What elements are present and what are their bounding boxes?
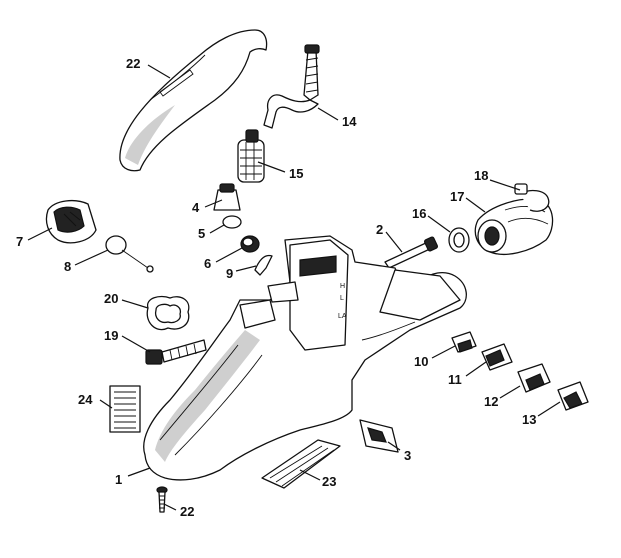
- part-11-cap: [481, 343, 513, 371]
- part-8-ring-wire: [105, 235, 154, 273]
- callout-20: 20: [104, 291, 118, 306]
- callout-10: 10: [414, 354, 428, 369]
- callout-11: 11: [448, 372, 462, 387]
- part-18-hose-clamp: [514, 183, 550, 212]
- callout-4: 4: [192, 200, 200, 215]
- callout-5: 5: [198, 226, 205, 241]
- callout-14: 14: [342, 114, 357, 129]
- callout-15: 15: [289, 166, 303, 181]
- part-24-warning-label: [109, 385, 141, 433]
- part-9-lever: [254, 254, 273, 276]
- callout-8: 8: [64, 259, 71, 274]
- part-23-label-strip: [261, 439, 341, 489]
- housing-marking-h: H: [340, 283, 345, 290]
- housing-marking-la: LA: [338, 313, 347, 320]
- callout-6: 6: [204, 256, 211, 271]
- part-12-cap: [517, 363, 551, 393]
- callout-22: 22: [180, 504, 194, 519]
- callout-13: 13: [522, 412, 536, 427]
- part-13-cap: [557, 381, 589, 411]
- part-10-cap: [451, 331, 477, 353]
- part-1-main-housing: H L LA: [143, 235, 467, 481]
- part-19-spring-bolt: [145, 339, 207, 365]
- leader-lines: [27, 64, 561, 511]
- part-14-fuel-hose: [263, 44, 320, 129]
- callout-9: 9: [226, 266, 233, 281]
- callout-17: 17: [450, 189, 464, 204]
- callout-12: 12: [484, 394, 498, 409]
- part-22-screw: [156, 486, 168, 513]
- callout-7: 7: [16, 234, 23, 249]
- part-7-switch-assembly: [45, 199, 97, 244]
- part-5-o-ring: [222, 215, 242, 229]
- callout-3: 3: [404, 448, 411, 463]
- part-21-handle-grip: [119, 29, 268, 172]
- callout-23: 23: [322, 474, 336, 489]
- callout-1: 1: [115, 472, 122, 487]
- housing-marking-l: L: [340, 295, 344, 302]
- part-2-screw: [384, 236, 439, 269]
- part-15-fuel-filter: [237, 129, 265, 183]
- callout-19: 19: [104, 328, 118, 343]
- part-17-intake-boot: [474, 198, 554, 255]
- callout-16: 16: [412, 206, 426, 221]
- part-3-plate: [359, 419, 399, 453]
- callout-labels: 22 14 15 4 5 6 7 8 9 2 16 17 18 20 19 10…: [16, 56, 536, 519]
- part-4-valve: [213, 183, 241, 211]
- part-16-ring: [448, 227, 470, 253]
- part-6-plug: [240, 235, 260, 253]
- callout-18: 18: [474, 168, 488, 183]
- callout-24: 24: [78, 392, 93, 407]
- callout-21: 22: [126, 56, 140, 71]
- callout-2: 2: [376, 222, 383, 237]
- part-20-gasket: [146, 295, 190, 331]
